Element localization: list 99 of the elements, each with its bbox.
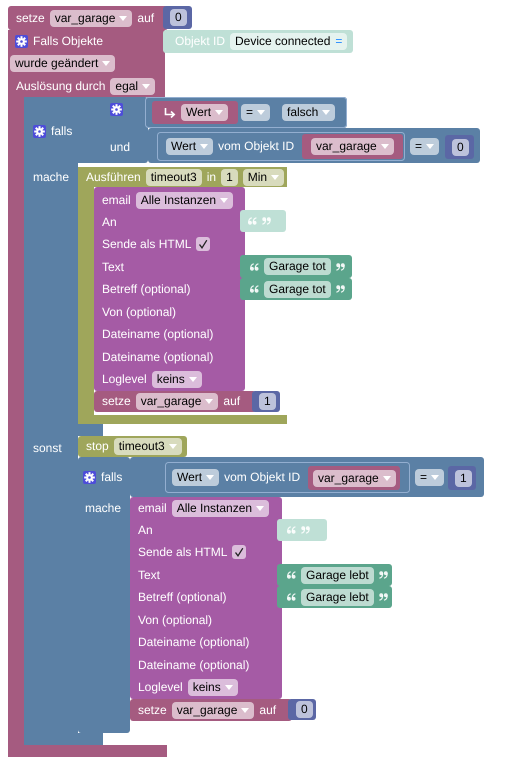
compare-block [148, 128, 480, 163]
dropdown: = [415, 468, 444, 486]
block-label: sonst [33, 440, 62, 456]
compare-block [145, 97, 347, 128]
email-block [130, 497, 282, 699]
get-value-block [165, 462, 410, 493]
dropdown: = [410, 138, 440, 155]
number-field: 1 [259, 393, 276, 410]
text-field: Garage tot [264, 258, 331, 275]
set-variable-block [94, 391, 256, 412]
block-label: vom Objekt ID [224, 470, 300, 485]
text-field: Garage tot [264, 280, 331, 298]
if-block [78, 457, 130, 733]
object-id-block [163, 30, 353, 53]
set-variable-block [8, 6, 168, 30]
number-field: 1 [455, 470, 472, 486]
block-label: Loglevel [138, 680, 183, 694]
block-label: auf [137, 10, 154, 26]
string-block [277, 519, 327, 541]
dropdown: var_garage [172, 702, 254, 718]
number-block [448, 466, 476, 490]
number-field: 0 [296, 701, 313, 718]
block-label: mache [33, 170, 70, 184]
block-label: Sende als HTML [102, 236, 192, 252]
variable-block [308, 466, 400, 490]
block-label: Objekt ID [175, 34, 226, 49]
string-block [277, 586, 392, 608]
block-label: Betreff (optional) [102, 282, 190, 296]
block-label: An [138, 522, 153, 538]
dropdown: timeout3 [114, 438, 182, 455]
number-block [252, 391, 280, 412]
dropdown: Wert [181, 104, 228, 121]
block-label: Falls Objekte [33, 34, 104, 48]
block-label: email [138, 500, 167, 516]
dropdown: var_garage [50, 10, 132, 26]
stop-block [78, 436, 187, 457]
get-value-block [157, 132, 405, 161]
block-label: Text [102, 260, 124, 274]
dropdown: egal [110, 78, 156, 94]
block-label: Text [138, 568, 160, 582]
variable-block [302, 134, 403, 159]
dropdown: Wert [166, 138, 214, 155]
block-label: in [206, 170, 216, 184]
dropdown: falsch [282, 104, 336, 121]
block-label: Auslösung durch [16, 78, 106, 94]
block-label: Dateiname (optional) [138, 634, 250, 650]
and-block [100, 97, 148, 163]
dropdown: var_garage [311, 138, 394, 155]
text-field: timeout3 [146, 168, 202, 186]
block-label: Von (optional) [102, 304, 176, 320]
block-label: und [110, 140, 130, 154]
block-label: Dateiname (optional) [102, 326, 214, 342]
block-label: Betreff (optional) [138, 590, 226, 604]
block-label: Von (optional) [138, 612, 212, 628]
block-label: An [102, 214, 117, 230]
block-label: setze [102, 394, 131, 409]
dropdown: Alle Instanzen [172, 500, 270, 516]
number-field: 1 [221, 168, 238, 186]
block-label: Dateiname (optional) [102, 350, 214, 364]
dropdown: Alle Instanzen [136, 192, 234, 208]
email-block [94, 187, 245, 391]
block-label: falls [51, 124, 72, 138]
dropdown: var_garage [313, 470, 396, 486]
block-label: mache [85, 500, 122, 516]
text-field: Garage lebt [301, 588, 374, 606]
dropdown: var_garage [136, 393, 218, 410]
string-block [240, 278, 352, 300]
compare-block [130, 457, 484, 497]
block-label: setze [138, 702, 167, 718]
number-block [445, 135, 474, 159]
string-block [277, 564, 392, 586]
block-label: falls [101, 470, 122, 484]
number-field: 0 [170, 9, 187, 26]
variable-block [152, 101, 238, 124]
block-label: email [102, 192, 131, 208]
block-label: setze [16, 10, 45, 26]
dropdown: keins [188, 678, 238, 696]
dropdown: = [241, 104, 270, 121]
block-label: vom Objekt ID [218, 139, 294, 154]
set-variable-block [130, 699, 292, 721]
string-block [240, 255, 352, 278]
block-label: auf [259, 702, 276, 718]
object-id-field: Device connected = [230, 33, 348, 50]
number-block [163, 6, 192, 29]
number-block [288, 699, 316, 720]
block-label: Sende als HTML [138, 544, 228, 560]
block-label: auf [223, 394, 240, 409]
block-label: Loglevel [102, 372, 147, 386]
block-label: Dateiname (optional) [138, 658, 250, 672]
dropdown: wurde geändert [10, 54, 116, 72]
text-field: Garage lebt [301, 566, 374, 584]
operator-label: = [335, 34, 342, 49]
dropdown: Wert [172, 469, 220, 486]
number-field: 0 [452, 138, 469, 156]
dropdown: keins [152, 370, 202, 388]
string-block [240, 210, 286, 232]
block-label: stop [86, 439, 109, 454]
dropdown: Min [242, 168, 284, 186]
block-label: Ausführen [86, 170, 141, 184]
